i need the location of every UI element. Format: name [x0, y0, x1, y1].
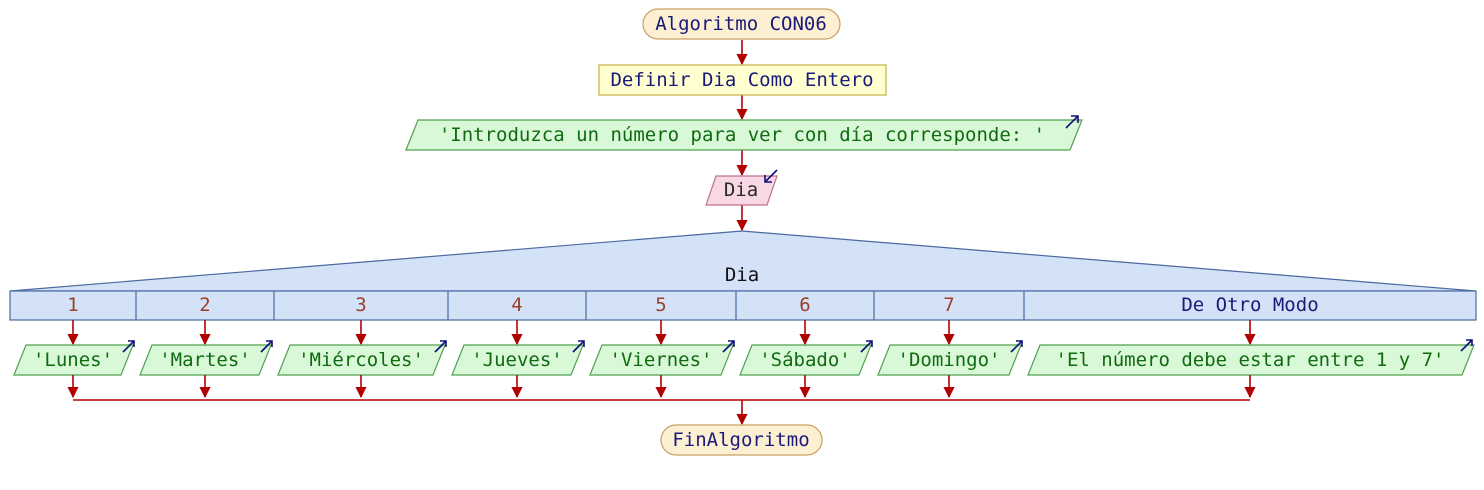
prompt-output-shape: [405, 119, 1083, 151]
output-arrow-icon: [1010, 340, 1023, 353]
output-arrow-icon: [122, 340, 135, 353]
case-value-6: 6: [799, 294, 810, 316]
switch-block: Dia 1 2 3 4 5 6 7 De Otro Modo: [9, 230, 1477, 321]
case-output-1: 'Lunes': [13, 340, 135, 376]
case-output-default-text: 'El número debe estar entre 1 y 7': [1056, 349, 1445, 371]
definition-box-shape: [598, 64, 887, 96]
case-value-3: 3: [355, 294, 366, 316]
case-value-4: 4: [511, 294, 522, 316]
case-value-default: De Otro Modo: [1181, 294, 1318, 316]
case-value-1: 1: [67, 294, 78, 316]
read-input-text: Dia: [724, 179, 758, 201]
input-arrow-icon: [764, 169, 778, 183]
case-value-2: 2: [199, 294, 210, 316]
case-output-3: 'Miércoles': [277, 340, 447, 376]
case-outputs: 'Lunes' 'Martes' 'Miércoles' 'Jueves' 'V…: [13, 339, 1475, 376]
case-output-4: 'Jueves': [451, 340, 585, 376]
case-output-3-text: 'Miércoles': [298, 349, 424, 371]
output-arrow-icon: [572, 340, 585, 353]
definition-step: Definir Dia Como Entero: [598, 64, 887, 96]
definition-label: Definir Dia Como Entero: [610, 69, 873, 91]
read-input-shape: [705, 175, 778, 206]
start-terminator: Algoritmo CON06: [642, 8, 841, 40]
case-output-7-text: 'Domingo': [898, 349, 1001, 371]
output-arrow-icon: [1065, 115, 1079, 129]
case-output-4-text: 'Jueves': [471, 349, 563, 371]
case-output-1-text: 'Lunes': [33, 349, 113, 371]
start-terminator-shape: [642, 8, 841, 40]
end-terminator-shape: [660, 424, 823, 456]
switch-case-dividers: [135, 291, 1025, 320]
case-output-2-text: 'Martes': [159, 349, 251, 371]
output-arrow-icon: [860, 340, 873, 353]
end-label: FinAlgoritmo: [672, 429, 809, 451]
case-output-5-text: 'Viernes': [610, 349, 713, 371]
switch-variable: Dia: [725, 264, 759, 286]
prompt-output-step: 'Introduzca un número para ver con día c…: [405, 115, 1083, 151]
switch-case-row: [9, 290, 1477, 321]
case-output-6-text: 'Sábado': [759, 349, 851, 371]
case-output-6: 'Sábado': [739, 340, 873, 376]
output-arrow-icon: [260, 340, 273, 353]
output-arrow-icon: [722, 340, 735, 353]
case-value-5: 5: [655, 294, 666, 316]
case-output-default: 'El número debe estar entre 1 y 7': [1027, 339, 1475, 376]
branch-connectors-top: [67, 320, 1256, 346]
prompt-output-text: 'Introduzca un número para ver con día c…: [439, 124, 1045, 146]
end-terminator: FinAlgoritmo: [660, 424, 823, 456]
output-arrow-icon: [1460, 339, 1473, 352]
branch-connectors-bottom: [67, 375, 1256, 401]
output-arrow-icon: [434, 340, 447, 353]
case-output-7: 'Domingo': [877, 340, 1023, 376]
case-output-5: 'Viernes': [589, 340, 735, 376]
start-label: Algoritmo CON06: [655, 13, 827, 35]
read-input-step: Dia: [705, 169, 778, 206]
case-output-2: 'Martes': [139, 340, 273, 376]
case-value-7: 7: [943, 294, 954, 316]
